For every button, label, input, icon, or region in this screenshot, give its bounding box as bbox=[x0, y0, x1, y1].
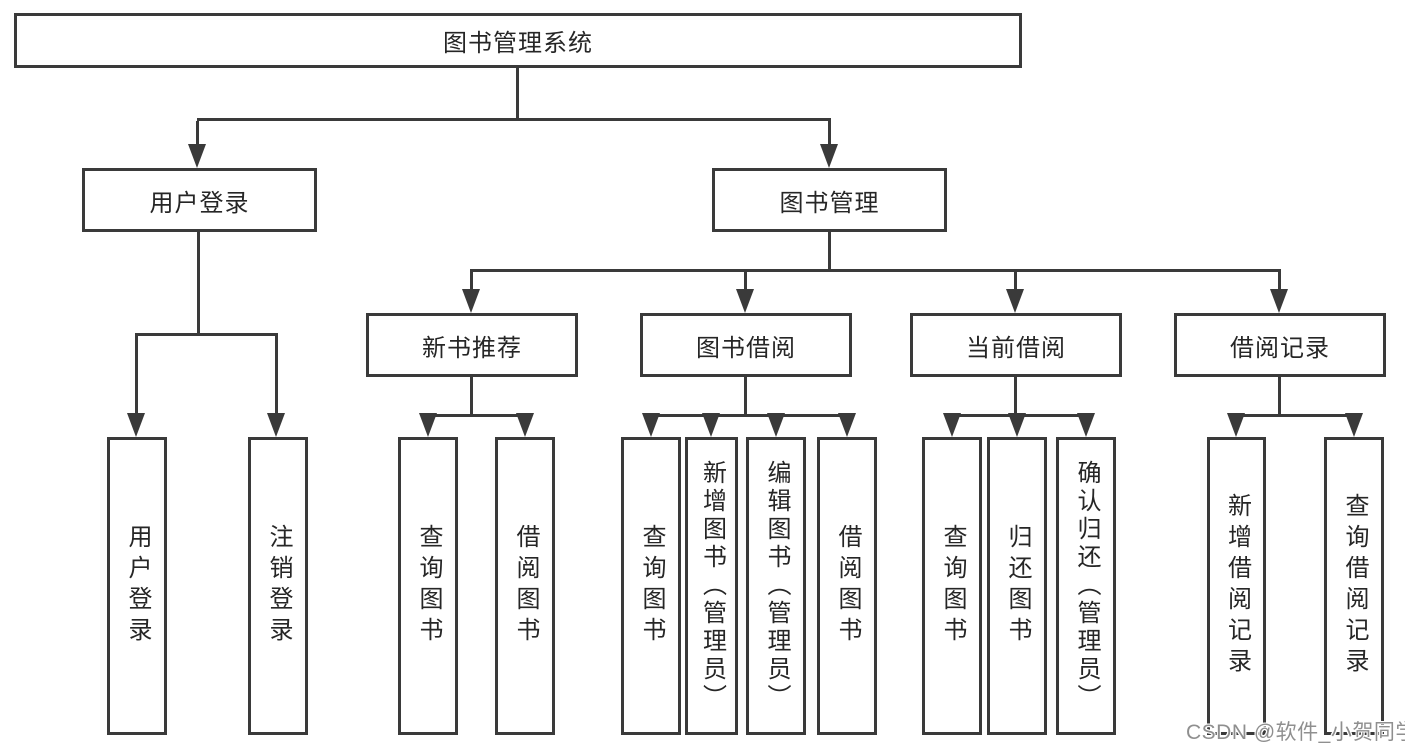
leaf-edit-book-admin: 编辑图书（管理员） bbox=[746, 437, 806, 735]
connector-bus bbox=[649, 414, 848, 417]
connector-stem bbox=[744, 377, 747, 417]
node-label: 新增图书（管理员） bbox=[698, 460, 726, 712]
connector-drop bbox=[744, 272, 747, 292]
leaf-query-books-2: 查询图书 bbox=[621, 437, 681, 735]
connector-bus bbox=[426, 414, 527, 417]
connector-root-bus bbox=[197, 118, 831, 121]
arrow-down-icon bbox=[736, 289, 754, 313]
connector-drop bbox=[135, 336, 138, 416]
connector-drop bbox=[470, 272, 473, 292]
node-label: 当前借阅 bbox=[966, 334, 1066, 362]
node-label: 图书管理系统 bbox=[443, 30, 593, 57]
node-label: 新书推荐 bbox=[422, 334, 522, 362]
leaf-logout: 注销登录 bbox=[248, 437, 308, 735]
connector-drop bbox=[828, 121, 831, 147]
csdn-watermark: CSDN @软件_小贺同学 bbox=[1186, 721, 1405, 744]
node-book-borrowing: 图书借阅 bbox=[640, 313, 852, 377]
connector-stem bbox=[828, 232, 831, 272]
arrow-down-icon bbox=[419, 413, 437, 437]
connector-stem bbox=[1278, 377, 1281, 417]
node-label: 借阅图书 bbox=[834, 524, 861, 648]
arrow-down-icon bbox=[1077, 413, 1095, 437]
connector-bus bbox=[135, 333, 278, 336]
node-label: 借阅记录 bbox=[1230, 334, 1330, 362]
connector-bus bbox=[470, 269, 1281, 272]
arrow-down-icon bbox=[702, 413, 720, 437]
leaf-query-borrow-record: 查询借阅记录 bbox=[1324, 437, 1384, 735]
node-label: 查询借阅记录 bbox=[1341, 493, 1368, 679]
arrow-down-icon bbox=[188, 144, 206, 168]
connector-drop bbox=[196, 121, 199, 147]
node-label: 用户登录 bbox=[149, 189, 250, 217]
arrow-down-icon bbox=[1345, 413, 1363, 437]
node-label: 查询图书 bbox=[638, 524, 665, 648]
connector-stem bbox=[197, 232, 200, 336]
node-label: 用户登录 bbox=[124, 524, 151, 648]
node-new-book-recommend: 新书推荐 bbox=[366, 313, 578, 377]
node-borrowing-records: 借阅记录 bbox=[1174, 313, 1386, 377]
arrow-down-icon bbox=[462, 289, 480, 313]
arrow-down-icon bbox=[838, 413, 856, 437]
leaf-borrow-books-2: 借阅图书 bbox=[817, 437, 877, 735]
arrow-down-icon bbox=[943, 413, 961, 437]
node-user-login: 用户登录 bbox=[82, 168, 317, 232]
connector-drop bbox=[1278, 272, 1281, 292]
node-label: 编辑图书（管理员） bbox=[763, 460, 790, 712]
arrow-down-icon bbox=[267, 413, 285, 437]
node-label: 注销登录 bbox=[265, 524, 292, 648]
node-label: 归还图书 bbox=[1004, 524, 1031, 648]
arrow-down-icon bbox=[767, 413, 785, 437]
arrow-down-icon bbox=[127, 413, 145, 437]
leaf-query-books-3: 查询图书 bbox=[922, 437, 982, 735]
connector-stem bbox=[1014, 377, 1017, 417]
connector-stem bbox=[470, 377, 473, 417]
leaf-user-login: 用户登录 bbox=[107, 437, 167, 735]
connector-drop bbox=[275, 336, 278, 416]
node-label: 图书借阅 bbox=[696, 334, 796, 362]
node-label: 图书管理 bbox=[779, 189, 880, 217]
node-current-borrowing: 当前借阅 bbox=[910, 313, 1122, 377]
connector-drop bbox=[1014, 272, 1017, 292]
node-label: 新增借阅记录 bbox=[1223, 493, 1251, 679]
node-label: 查询图书 bbox=[939, 524, 966, 648]
leaf-query-books-1: 查询图书 bbox=[398, 437, 458, 735]
arrow-down-icon bbox=[642, 413, 660, 437]
arrow-down-icon bbox=[1008, 413, 1026, 437]
node-book-management: 图书管理 bbox=[712, 168, 947, 232]
leaf-confirm-return-admin: 确认归还（管理员） bbox=[1056, 437, 1116, 735]
leaf-return-book: 归还图书 bbox=[987, 437, 1047, 735]
node-label: 确认归还（管理员） bbox=[1073, 460, 1100, 712]
leaf-borrow-books-1: 借阅图书 bbox=[495, 437, 555, 735]
arrow-down-icon bbox=[1270, 289, 1288, 313]
arrow-down-icon bbox=[820, 144, 838, 168]
arrow-down-icon bbox=[1006, 289, 1024, 313]
leaf-add-book-admin: 新增图书（管理员） bbox=[685, 437, 738, 735]
arrow-down-icon bbox=[1227, 413, 1245, 437]
node-label: 查询图书 bbox=[415, 524, 442, 648]
arrow-down-icon bbox=[516, 413, 534, 437]
node-library-management-system: 图书管理系统 bbox=[14, 13, 1022, 68]
connector-bus bbox=[1235, 414, 1356, 417]
leaf-add-borrow-record: 新增借阅记录 bbox=[1207, 437, 1266, 735]
connector-root-stem bbox=[516, 68, 519, 118]
node-label: 借阅图书 bbox=[512, 524, 539, 648]
